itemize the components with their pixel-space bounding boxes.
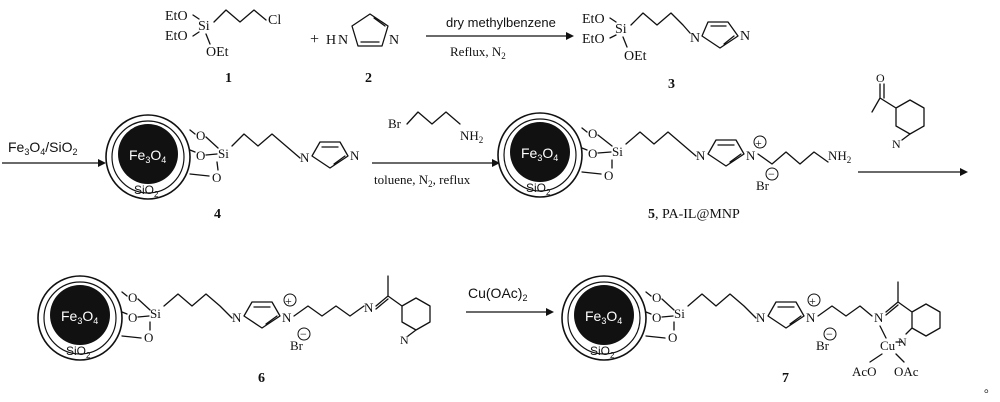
ethoxy-label: EtO xyxy=(582,12,605,27)
compound-2-imidazole: H N N 2 xyxy=(326,13,399,86)
svg-text:N: N xyxy=(350,148,360,163)
compound-5-linker: O O O Si N N + NH2 − Br 5, PA-IL@MNP xyxy=(581,126,851,222)
svg-text:+: + xyxy=(809,294,816,308)
silicon-label: Si xyxy=(198,19,210,34)
svg-text:O: O xyxy=(604,168,613,183)
compound-5-label: 5, PA-IL@MNP xyxy=(648,207,740,222)
compound-6-nanoparticle: Fe3O4 SiO2 xyxy=(37,275,123,361)
imidazole-n-label: N xyxy=(740,29,750,44)
svg-text:N: N xyxy=(756,310,766,325)
acetate-label: AcO xyxy=(852,364,877,379)
svg-text:−: − xyxy=(300,327,307,341)
compound-1-structure: EtO EtO Si OEt Cl 1 xyxy=(165,9,281,86)
svg-text:N: N xyxy=(746,148,756,163)
svg-text:+: + xyxy=(285,294,292,308)
amine-label: NH2 xyxy=(828,148,851,165)
cation-charge: + xyxy=(755,136,762,150)
fe3o4-core-label: Fe3O4 xyxy=(61,308,98,326)
bromide-label: Br xyxy=(756,178,770,193)
reaction-arrow-3 xyxy=(858,168,968,176)
compound-4-number: 4 xyxy=(214,207,221,222)
compound-7-number: 7 xyxy=(782,371,789,386)
compound-7-linker: O O O Si N N + N N Cu AcO OAc − Br 7 xyxy=(645,281,941,386)
compound-4-nanoparticle: Fe3O4 SiO2 xyxy=(105,114,191,200)
amine-label: NH2 xyxy=(460,128,483,145)
svg-text:O: O xyxy=(212,170,221,185)
acetylpyridine-reagent: O N xyxy=(871,71,925,151)
fe3o4-core-label: Fe3O4 xyxy=(585,308,622,326)
ethoxy-label: OEt xyxy=(624,49,647,64)
svg-text:N: N xyxy=(232,310,242,325)
svg-text:Si: Si xyxy=(612,144,623,159)
svg-text:O: O xyxy=(588,126,597,141)
svg-text:O: O xyxy=(588,146,597,161)
copper-label: Cu xyxy=(880,338,896,353)
svg-text:N: N xyxy=(300,150,310,165)
svg-text:O: O xyxy=(128,290,137,305)
sio2-shell-label: SiO2 xyxy=(134,183,159,199)
svg-text:N: N xyxy=(364,300,374,315)
svg-text:Si: Si xyxy=(674,306,685,321)
compound-5-nanoparticle: Fe3O4 SiO2 xyxy=(497,112,583,198)
svg-text:N: N xyxy=(400,333,409,347)
plus-sign: + xyxy=(310,31,319,48)
compound-1-number: 1 xyxy=(225,71,232,86)
compound-2-number: 2 xyxy=(365,71,372,86)
imidazole-h-label: H xyxy=(326,33,336,48)
sio2-shell-label: SiO2 xyxy=(66,344,91,360)
trailing-mark: 。 xyxy=(984,381,996,395)
svg-text:Br: Br xyxy=(290,338,304,353)
chloro-label: Cl xyxy=(268,13,281,28)
sio2-shell-label: SiO2 xyxy=(590,344,615,360)
fe3o4-core-label: Fe3O4 xyxy=(521,145,558,163)
svg-text:O: O xyxy=(876,71,885,85)
svg-text:O: O xyxy=(668,330,677,345)
svg-text:Br: Br xyxy=(388,116,402,131)
fe3o4-sio2-reagent: Fe3O4/SiO2 xyxy=(8,139,78,157)
reaction-arrow-fe3o4: Fe3O4/SiO2 xyxy=(2,139,106,167)
acetate-label: OAc xyxy=(894,364,919,379)
svg-text:N: N xyxy=(282,310,292,325)
reaction-arrow-4: Cu(OAc)2 xyxy=(466,285,554,316)
compound-3-number: 3 xyxy=(668,77,675,92)
ethoxy-label: EtO xyxy=(165,9,188,24)
arrow-1-solvent: dry methylbenzene xyxy=(446,15,556,30)
compound-6-linker: O O O Si N N + N N − Br 6 xyxy=(121,275,431,386)
svg-text:O: O xyxy=(196,128,205,143)
svg-text:O: O xyxy=(652,310,661,325)
svg-text:O: O xyxy=(196,148,205,163)
ethoxy-label: OEt xyxy=(206,45,229,60)
svg-text:−: − xyxy=(826,327,833,341)
imidazole-n-label: N xyxy=(389,33,399,48)
imidazole-n-label: N xyxy=(690,31,700,46)
compound-6-number: 6 xyxy=(258,371,265,386)
svg-text:Si: Si xyxy=(150,306,161,321)
svg-text:Si: Si xyxy=(218,146,229,161)
svg-text:O: O xyxy=(652,290,661,305)
svg-text:O: O xyxy=(128,310,137,325)
svg-text:O: O xyxy=(144,330,153,345)
silicon-label: Si xyxy=(615,22,627,37)
svg-text:Br: Br xyxy=(816,338,830,353)
sio2-shell-label: SiO2 xyxy=(526,181,551,197)
svg-text:N: N xyxy=(874,310,884,325)
fe3o4-core-label: Fe3O4 xyxy=(129,147,166,165)
reaction-arrow-1: dry methylbenzene Reflux, N2 xyxy=(426,15,574,61)
copper-acetate-reagent: Cu(OAc)2 xyxy=(468,285,527,303)
arrow-2-conditions: toluene, N2, reflux xyxy=(374,172,471,189)
svg-text:N: N xyxy=(806,310,816,325)
compound-7-nanoparticle: Fe3O4 SiO2 xyxy=(561,275,647,361)
svg-text:N: N xyxy=(696,148,706,163)
imidazole-n-label: N xyxy=(338,33,348,48)
ethoxy-label: EtO xyxy=(165,29,188,44)
ethoxy-label: EtO xyxy=(582,32,605,47)
compound-4-linker: O O O Si N N 4 xyxy=(189,128,360,222)
reaction-arrow-2: Br NH2 toluene, N2, reflux xyxy=(372,111,500,189)
arrow-1-conditions: Reflux, N2 xyxy=(450,44,506,61)
anion-charge: − xyxy=(768,167,775,181)
compound-3-structure: EtO EtO Si OEt N N 3 xyxy=(582,12,750,92)
svg-text:N: N xyxy=(892,137,901,151)
